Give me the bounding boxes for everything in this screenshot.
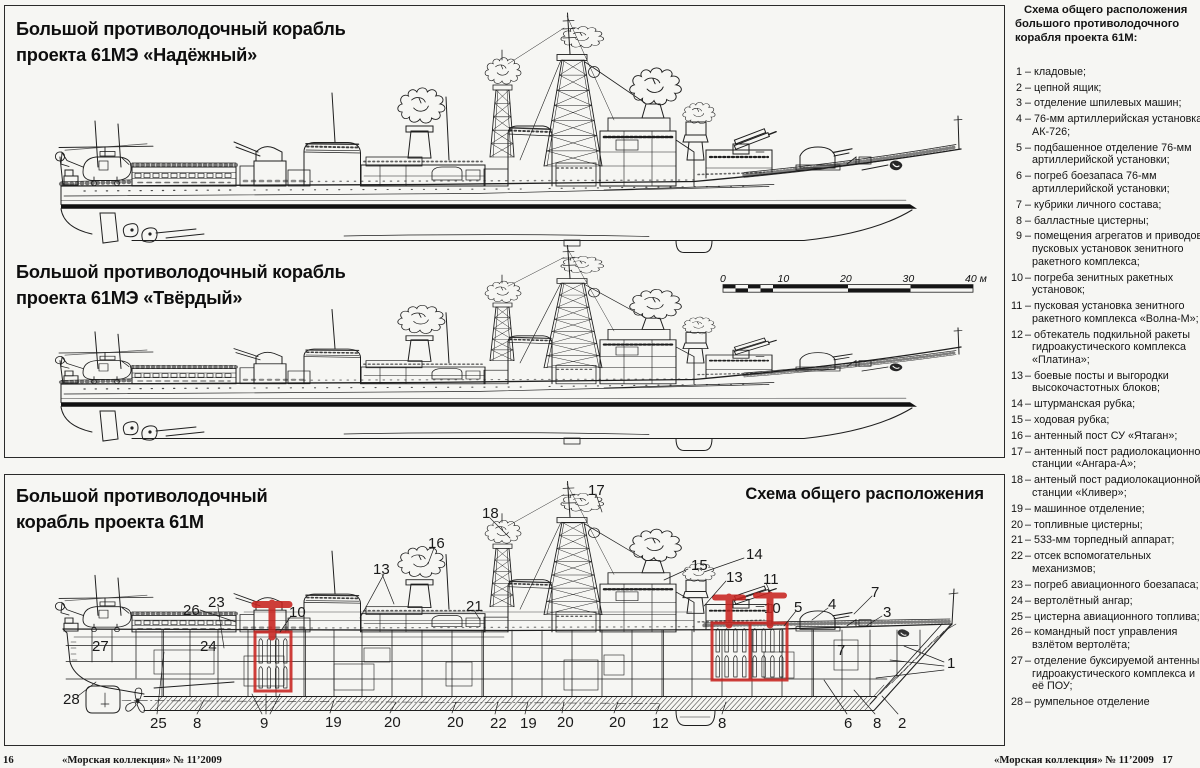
svg-text:16: 16 [428,535,445,552]
svg-text:5: 5 [794,599,802,616]
svg-text:25: 25 [150,715,167,732]
svg-text:30: 30 [903,273,915,285]
svg-text:7: 7 [871,584,879,601]
svg-text:0: 0 [720,273,726,285]
svg-text:10: 10 [289,604,306,621]
svg-text:19: 19 [520,715,537,732]
svg-text:20: 20 [609,714,626,731]
svg-text:19: 19 [325,714,342,731]
svg-text:26: 26 [183,602,200,619]
svg-text:20: 20 [447,714,464,731]
svg-text:28: 28 [63,691,80,708]
svg-text:14: 14 [746,546,763,563]
svg-text:8: 8 [873,715,881,732]
svg-text:17: 17 [588,482,605,499]
svg-text:15: 15 [691,557,708,574]
svg-text:1: 1 [947,655,955,672]
svg-text:23: 23 [208,594,225,611]
svg-text:40 м: 40 м [965,273,987,285]
svg-text:24: 24 [200,638,217,655]
svg-text:27: 27 [92,638,109,655]
svg-text:13: 13 [373,561,390,578]
svg-text:3: 3 [883,604,891,621]
svg-text:20: 20 [557,714,574,731]
svg-text:2: 2 [898,715,906,732]
svg-text:18: 18 [482,505,499,522]
svg-text:22: 22 [490,715,507,732]
svg-text:21: 21 [466,598,483,615]
svg-text:20: 20 [384,714,401,731]
svg-text:10: 10 [778,273,790,285]
svg-text:12: 12 [652,715,669,732]
svg-text:7: 7 [837,642,845,659]
svg-text:6: 6 [844,715,852,732]
svg-text:4: 4 [828,596,836,613]
svg-text:9: 9 [260,715,268,732]
svg-text:11: 11 [763,571,779,588]
svg-text:20: 20 [839,273,852,285]
svg-text:8: 8 [718,715,726,732]
svg-text:8: 8 [193,715,201,732]
svg-text:13: 13 [726,569,743,586]
